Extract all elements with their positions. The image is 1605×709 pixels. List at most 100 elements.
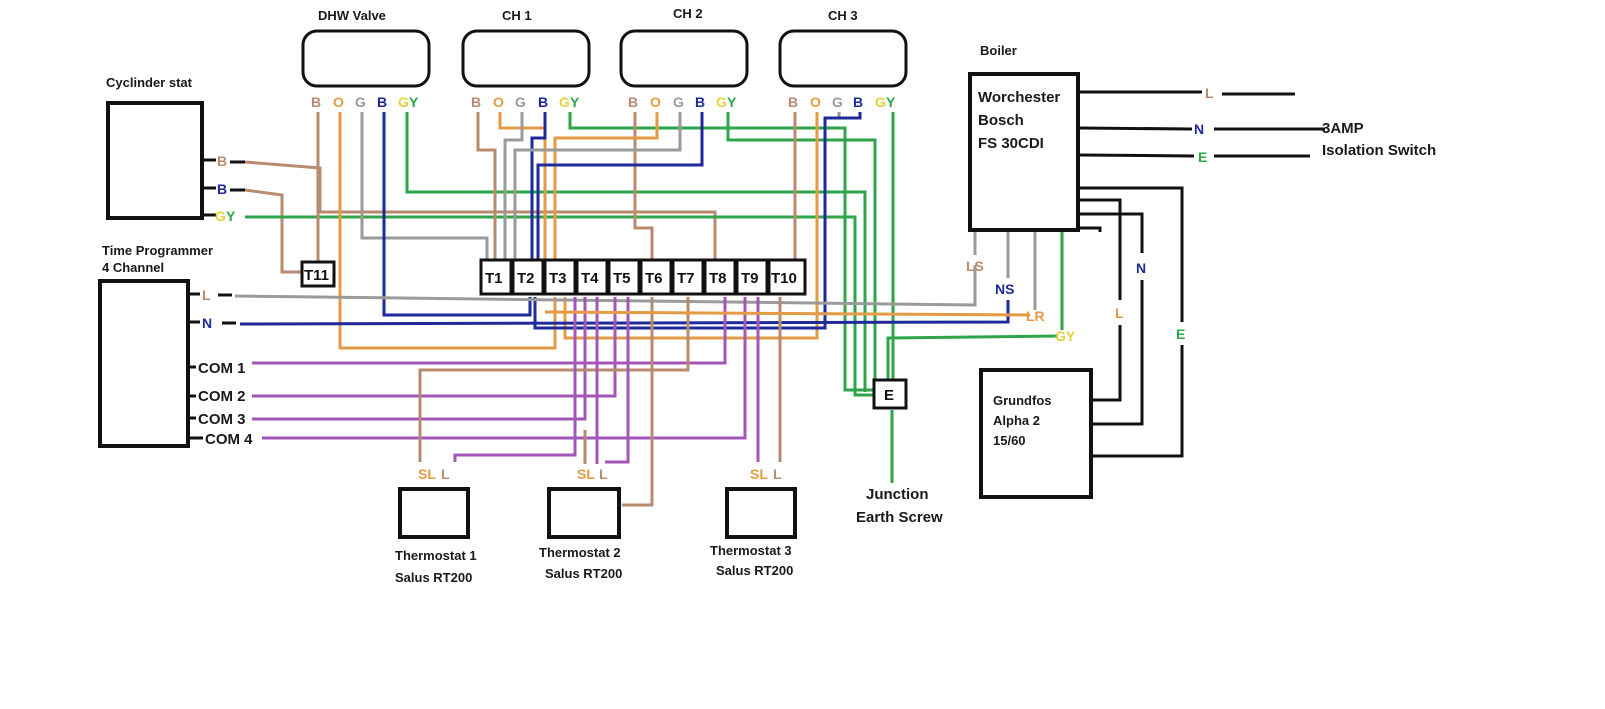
- thermostat-1-pin-sl: SL: [418, 466, 436, 482]
- wire-ch3-grey: [823, 112, 841, 128]
- svg-text:T7: T7: [677, 270, 695, 287]
- pump-line1: Grundfos: [993, 393, 1052, 408]
- wire-ch1-grey: [503, 112, 524, 262]
- wire-cyl-brown-to-t11: [244, 188, 303, 274]
- thermostat-3-pin-l: L: [773, 466, 782, 482]
- valve-dhw-pin-y: Y: [409, 94, 419, 110]
- tp-pin-com3: COM 3: [198, 411, 246, 428]
- thermostat-2: SL L Thermostat 2 Salus RT200: [539, 466, 622, 581]
- svg-text:T8: T8: [709, 270, 727, 287]
- boiler-line3: FS 30CDI: [978, 135, 1044, 152]
- tp-pin-n: N: [202, 315, 212, 331]
- junction-earth: E Junction Earth Screw: [856, 378, 943, 526]
- cylinder-pin-b2: B: [217, 181, 227, 197]
- wire-cyl-gy-to-earth: [245, 215, 878, 397]
- valve-dhw-pin-g2: G: [398, 94, 409, 110]
- supply-pin-l: L: [1205, 85, 1214, 101]
- tp-pin-com4: COM 4: [205, 431, 253, 448]
- cylinder-pin-y: Y: [226, 208, 236, 224]
- wire-th1-sl: [418, 297, 690, 462]
- tp-pin-com2: COM 2: [198, 388, 246, 405]
- boiler-pin-ls: LS: [966, 258, 984, 274]
- isolation-switch: 3AMP Isolation Switch: [1322, 120, 1436, 159]
- wire-th2-r: [605, 297, 630, 464]
- valve-ch3-title: CH 3: [828, 8, 858, 23]
- wire-ch2-green: [726, 112, 877, 385]
- time-programmer: Time Programmer 4 Channel L N COM 1 COM …: [98, 243, 253, 448]
- wire-tp-live: [234, 265, 977, 307]
- pump-line2: Alpha 2: [993, 413, 1040, 428]
- wire-th2-return: [622, 297, 654, 507]
- cylinder-pin-g: G: [215, 208, 226, 224]
- wire-boiler-pump-e: [1080, 186, 1184, 322]
- valve-ch1-pin-g: G: [515, 94, 526, 110]
- tp-pin-l: L: [202, 287, 211, 303]
- time-programmer-title-2: 4 Channel: [102, 260, 164, 275]
- valve-ch3-pin-b1: B: [788, 94, 798, 110]
- valve-ch2-pin-g: G: [673, 94, 684, 110]
- thermostat-3-line2: Salus RT200: [716, 563, 793, 578]
- junction-line1: Junction: [866, 486, 929, 503]
- thermostat-3-pin-sl: SL: [750, 466, 768, 482]
- wire-com2: [252, 297, 617, 398]
- terminal-t11: T11: [300, 260, 336, 288]
- thermostat-3-line1: Thermostat 3: [710, 543, 792, 558]
- wire-th1-l: [453, 297, 577, 462]
- wire-boiler-pump-e2: [1093, 345, 1184, 458]
- valve-ch3: CH 3 B O G B G Y: [778, 8, 908, 110]
- valve-ch1-pin-g2: G: [559, 94, 570, 110]
- wire-boiler-pump-n2: [1093, 280, 1144, 426]
- terminal-t2: T2: [511, 258, 545, 296]
- pump-pin-e: E: [1176, 326, 1185, 342]
- supply-pin-n: N: [1194, 121, 1204, 137]
- svg-text:T2: T2: [517, 270, 535, 287]
- terminal-t3: T3: [543, 258, 577, 296]
- thermostat-1-line1: Thermostat 1: [395, 548, 477, 563]
- wire-boiler-pump-l2: [1093, 325, 1122, 402]
- pump-line3: 15/60: [993, 433, 1026, 448]
- wire-ch2-grey: [513, 112, 682, 262]
- boiler: Boiler Worchester Bosch FS 30CDI LS NS L…: [966, 43, 1214, 344]
- wire-dhw-orange: [338, 112, 557, 350]
- valve-ch2-pin-b1: B: [628, 94, 638, 110]
- valve-ch1-pin-o: O: [493, 94, 504, 110]
- svg-text:T11: T11: [304, 267, 329, 284]
- cylinder-stat: Cyclinder stat B B G Y: [106, 75, 245, 224]
- thermostat-2-pin-l: L: [599, 466, 608, 482]
- wire-ch1-green: [568, 112, 878, 392]
- junction-label: E: [884, 387, 894, 404]
- tp-pin-com1: COM 1: [198, 360, 246, 377]
- svg-text:T6: T6: [645, 270, 663, 287]
- valve-ch2-pin-g2: G: [716, 94, 727, 110]
- valve-dhw-pin-b2: B: [377, 94, 387, 110]
- wire-ch3-orange: [563, 112, 819, 340]
- wire-ch3-blue: [533, 112, 862, 330]
- terminal-t6: T6: [639, 258, 673, 296]
- wire-boiler-pump-n: [1080, 212, 1144, 253]
- valve-dhw-pin-b1: B: [311, 94, 321, 110]
- terminal-t7: T7: [671, 258, 705, 296]
- isolation-line2: Isolation Switch: [1322, 142, 1436, 159]
- wire-com4: [262, 297, 747, 440]
- valve-dhw-pin-g: G: [355, 94, 366, 110]
- wire-ch1-blue: [530, 112, 547, 262]
- thermostat-2-pin-sl: SL: [577, 466, 595, 482]
- wire-ch2-blue: [536, 112, 704, 262]
- boiler-pin-lr: LR: [1026, 308, 1045, 324]
- wire-tp-neutral: [239, 300, 1010, 326]
- wire-cyl-brown-to-t8: [244, 160, 717, 265]
- valve-ch1-pin-b1: B: [471, 94, 481, 110]
- boiler-pin-gy: GY: [1055, 328, 1076, 344]
- valve-ch3-pin-y: Y: [886, 94, 896, 110]
- time-programmer-title-1: Time Programmer: [102, 243, 213, 258]
- wire-ch2-orange: [553, 112, 659, 262]
- valve-ch2-pin-b2: B: [695, 94, 705, 110]
- terminal-t1: T1: [479, 258, 513, 296]
- svg-text:T3: T3: [549, 270, 567, 287]
- wire-boiler-lr: [544, 310, 1031, 317]
- boiler-pin-ns: NS: [995, 281, 1014, 297]
- boiler-line1: Worchester: [978, 89, 1060, 106]
- cylinder-pin-b1: B: [217, 153, 227, 169]
- valve-ch3-pin-o: O: [810, 94, 821, 110]
- valve-ch3-pin-g: G: [832, 94, 843, 110]
